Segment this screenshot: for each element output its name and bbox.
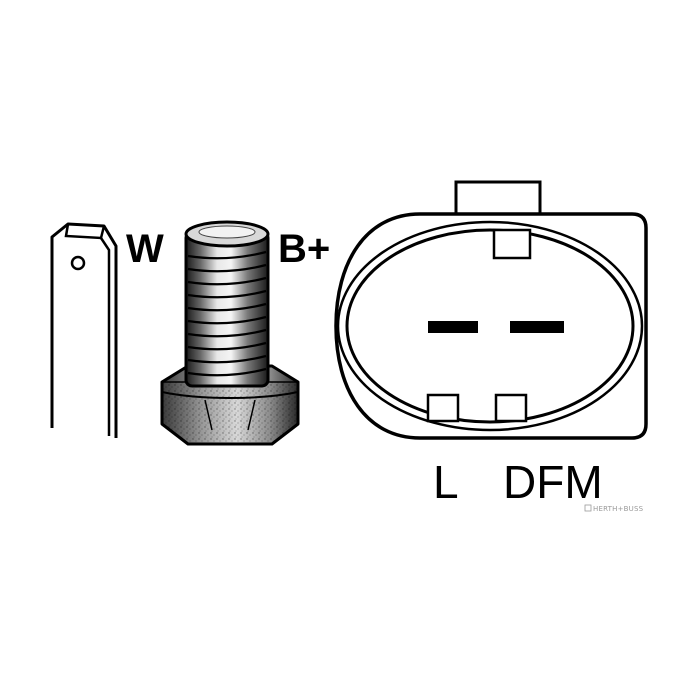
latch-tab	[454, 180, 542, 218]
thread-ridge	[187, 302, 267, 312]
w-spade-terminal	[50, 222, 118, 438]
watermark-text: HERTH+BUSS	[593, 505, 644, 513]
label-b-plus: B+	[278, 227, 330, 271]
brand-watermark: HERTH+BUSS	[584, 504, 644, 513]
thread-ridge	[187, 367, 267, 377]
thread-ridge	[187, 328, 267, 338]
thread-ridge	[187, 341, 267, 351]
thread-ridge	[187, 250, 267, 260]
key-notch	[492, 228, 532, 260]
thread-ridge	[187, 289, 267, 299]
thread-ridge	[187, 263, 267, 273]
thread-ridge	[187, 276, 267, 286]
thread-ridge	[187, 354, 267, 364]
label-l: L	[433, 456, 459, 508]
b-plus-stud-terminal	[160, 220, 300, 446]
pin-dfm	[510, 321, 564, 333]
plug-connector	[334, 180, 648, 440]
thread-ridge	[187, 315, 267, 325]
label-dfm: DFM	[503, 456, 603, 508]
keyway-left	[426, 393, 460, 423]
keyway-right	[494, 393, 528, 423]
spade-hole	[70, 255, 86, 271]
pin-l	[428, 321, 478, 333]
label-w: W	[126, 227, 164, 271]
